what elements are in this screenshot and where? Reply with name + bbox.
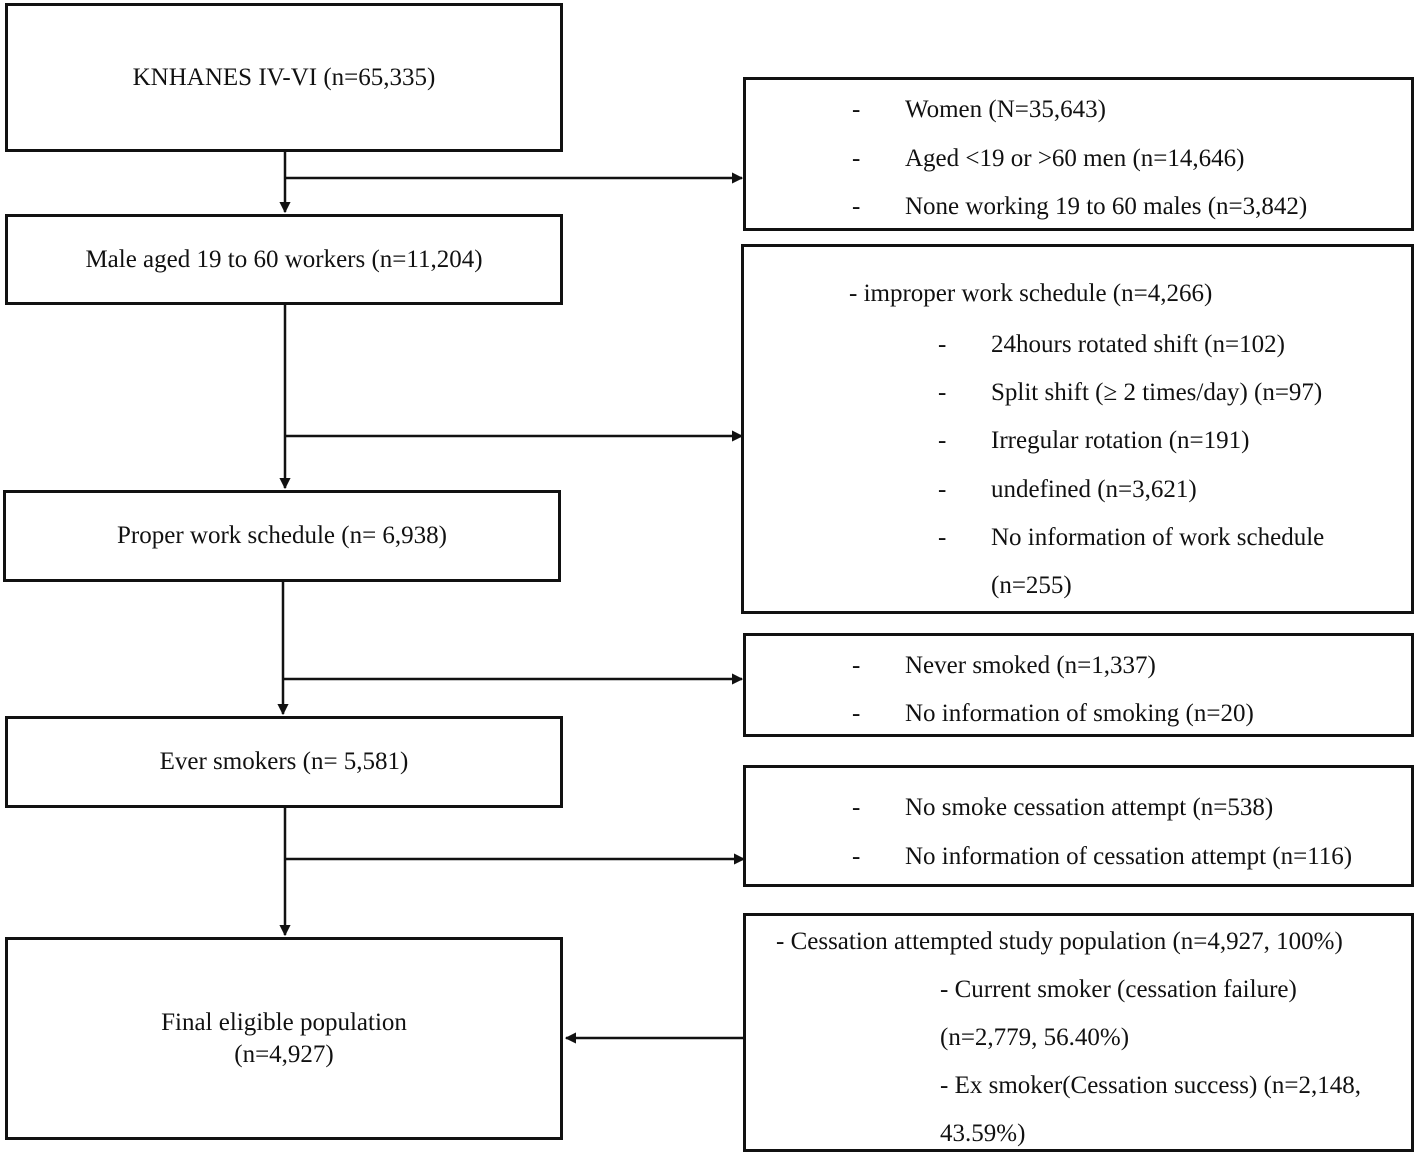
outcome-line-2: - Current smoker (cessation failure) [940, 976, 1297, 1003]
exclusion-2-dash-3: - [938, 427, 947, 454]
box-final-population-line2: (n=4,927) [234, 1040, 334, 1068]
exclusion-3-dash-2: - [852, 700, 861, 727]
exclusion-1-item-2: Aged <19 or >60 men (n=14,646) [905, 145, 1245, 172]
outcome-line-1: - Cessation attempted study population (… [776, 928, 1343, 955]
outcome-line-4: - Ex smoker(Cessation success) (n=2,148, [940, 1072, 1361, 1099]
box-proper-schedule-label: Proper work schedule (n= 6,938) [117, 522, 447, 549]
exclusion-3-item-2: No information of smoking (n=20) [905, 700, 1254, 727]
exclusion-3-item-1: Never smoked (n=1,337) [905, 652, 1156, 679]
box-proper-schedule: Proper work schedule (n= 6,938) [3, 490, 561, 582]
box-outcome: - Cessation attempted study population (… [743, 913, 1414, 1152]
exclusion-4-item-1: No smoke cessation attempt (n=538) [905, 794, 1274, 821]
exclusion-2-dash-4: - [938, 476, 947, 503]
outcome-line-5: 43.59%) [940, 1120, 1026, 1147]
exclusion-4-dash-1: - [852, 794, 861, 821]
exclusion-2-item-3: Irregular rotation (n=191) [991, 427, 1250, 454]
exclusion-1-item-3: None working 19 to 60 males (n=3,842) [905, 193, 1308, 220]
exclusion-1-dash-3: - [852, 193, 861, 220]
exclusion-2-dash-1: - [938, 331, 947, 358]
exclusion-2-heading: - improper work schedule (n=4,266) [849, 280, 1213, 307]
exclusion-2-item-1: 24hours rotated shift (n=102) [991, 331, 1285, 358]
box-final-population-line1: Final eligible population [161, 1008, 407, 1036]
exclusion-2-item-5: No information of work schedule [991, 524, 1325, 551]
exclusion-2-dash-5: - [938, 524, 947, 551]
exclusion-4-dash-2: - [852, 843, 861, 870]
box-exclusion-4: - No smoke cessation attempt (n=538) - N… [743, 765, 1414, 887]
box-knhanes-label: KNHANES IV-VI (n=65,335) [132, 63, 436, 91]
box-exclusion-2: - improper work schedule (n=4,266) - 24h… [741, 244, 1414, 614]
exclusion-2-item-2: Split shift (≥ 2 times/day) (n=97) [991, 379, 1323, 406]
outcome-line-3: (n=2,779, 56.40%) [940, 1024, 1130, 1051]
box-exclusion-1: - Women (N=35,643) - Aged <19 or >60 men… [743, 77, 1414, 231]
box-knhanes: KNHANES IV-VI (n=65,335) [5, 3, 563, 152]
box-male-workers: Male aged 19 to 60 workers (n=11,204) [5, 214, 563, 305]
box-ever-smokers-label: Ever smokers (n= 5,581) [159, 748, 409, 775]
box-final-population: Final eligible population (n=4,927) [5, 937, 563, 1140]
box-male-workers-label: Male aged 19 to 60 workers (n=11,204) [85, 245, 483, 273]
exclusion-1-item-1: Women (N=35,643) [905, 96, 1106, 123]
box-ever-smokers: Ever smokers (n= 5,581) [5, 716, 563, 808]
exclusion-1-dash-2: - [852, 145, 861, 172]
exclusion-2-dash-2: - [938, 379, 947, 406]
exclusion-4-item-2: No information of cessation attempt (n=1… [905, 843, 1353, 870]
exclusion-1-dash-1: - [852, 96, 861, 123]
box-exclusion-3: - Never smoked (n=1,337) - No informatio… [743, 633, 1414, 737]
exclusion-2-item-4: undefined (n=3,621) [991, 476, 1197, 503]
exclusion-2-continuation: (n=255) [991, 572, 1072, 599]
exclusion-3-dash-1: - [852, 652, 861, 679]
